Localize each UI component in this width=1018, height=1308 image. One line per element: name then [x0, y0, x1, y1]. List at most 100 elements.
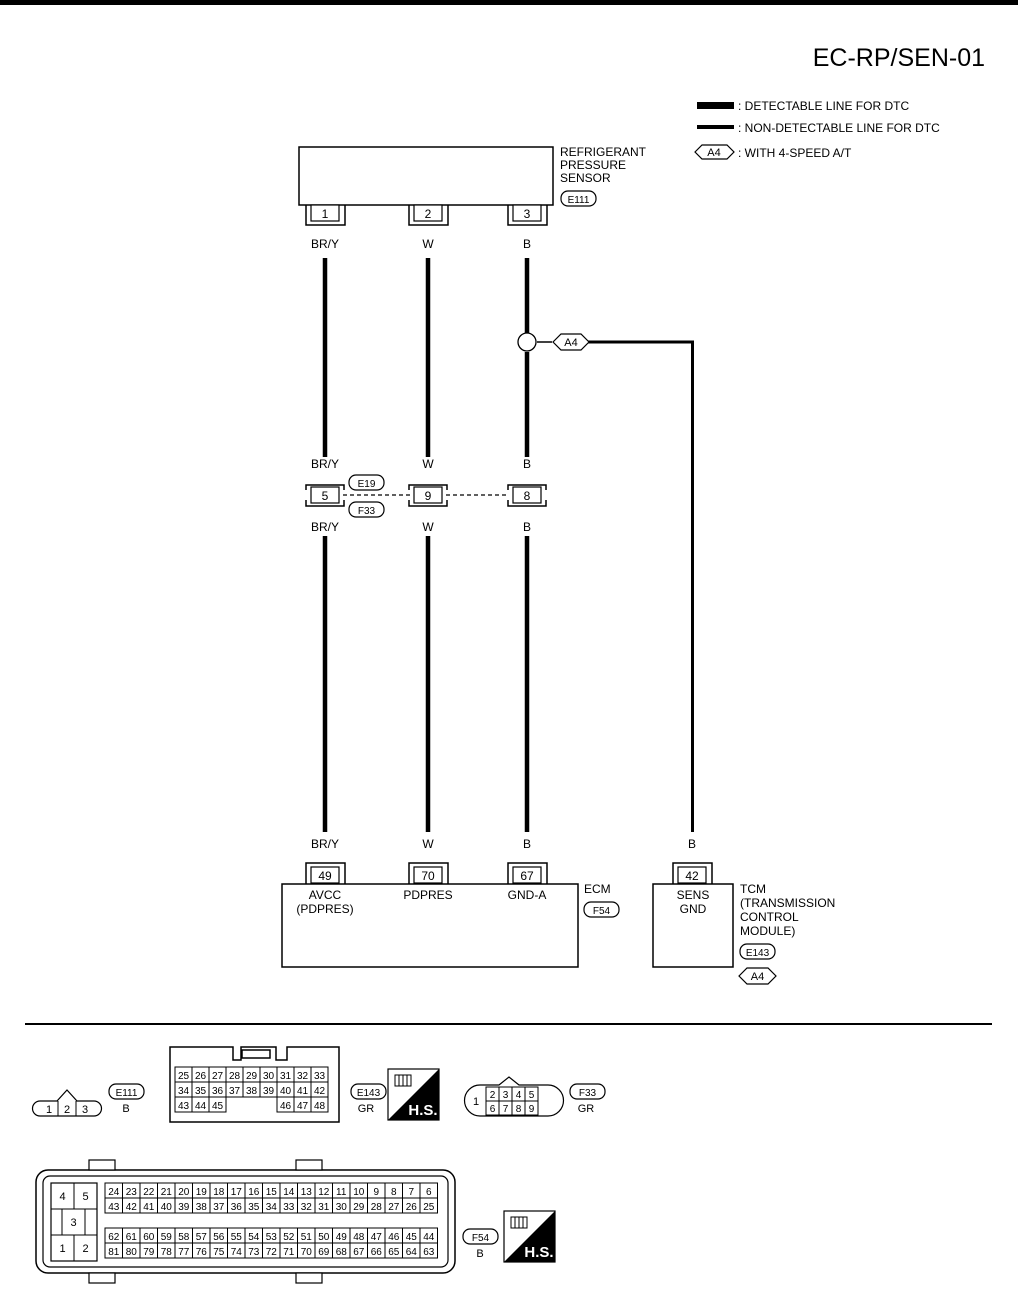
non-detectable-line-sample — [697, 125, 734, 129]
e143-pin-35-label: 35 — [195, 1086, 207, 1097]
f54-pin-7-label: 7 — [408, 1187, 414, 1198]
legend-non-detectable-text: : NON-DETECTABLE LINE FOR DTC — [738, 121, 940, 135]
tcm-terminal-gnd: GND — [680, 902, 707, 916]
wire-color-pin3-bottom: B — [523, 837, 531, 851]
f54-pin-33-label: 33 — [283, 1202, 295, 1213]
f54-pin-79-label: 79 — [143, 1247, 155, 1258]
e143-pin-46-label: 46 — [280, 1101, 292, 1112]
f54-face-pin-1: 1 — [59, 1243, 65, 1255]
f54-pin-35-label: 35 — [248, 1202, 260, 1213]
ecm-connector-id: F54 — [593, 906, 611, 917]
joint-connector-lower: F33 — [358, 506, 376, 517]
f54-pin-64-label: 64 — [406, 1247, 418, 1258]
hs-text-f54: H.S. — [524, 1244, 553, 1261]
e143-pin-25-label: 25 — [178, 1071, 190, 1082]
f54-pin-24-label: 24 — [108, 1187, 120, 1198]
f54-pin-8-label: 8 — [391, 1187, 397, 1198]
f54-pin-66-label: 66 — [371, 1247, 383, 1258]
e143-pin-26-label: 26 — [195, 1071, 207, 1082]
wire-color-pin3-mid-top: B — [523, 457, 531, 471]
f54-pin-6-label: 6 — [426, 1187, 432, 1198]
f54-pin-30-label: 30 — [336, 1202, 348, 1213]
f54-face-color: B — [476, 1248, 483, 1260]
f54-pin-23-label: 23 — [126, 1187, 138, 1198]
tcm-name-line-4: MODULE) — [740, 924, 795, 938]
f54-pin-19-label: 19 — [196, 1187, 208, 1198]
connector-e111-face: 1 2 3 E111 B — [31, 1083, 145, 1117]
tcm-terminal-sens: SENS — [677, 888, 710, 902]
f54-pin-10-label: 10 — [353, 1187, 365, 1198]
tcm-option-hex — [738, 967, 777, 985]
ecm-pin-70-label: 70 — [421, 869, 435, 883]
f54-pin-68-label: 68 — [336, 1247, 348, 1258]
f54-pin-39-label: 39 — [178, 1202, 190, 1213]
e143-pin-30-label: 30 — [263, 1071, 275, 1082]
tcm-branch-wire — [588, 340, 694, 832]
refrigerant-pressure-sensor: REFRIGERANT PRESSURE SENSOR E111 1 2 3 — [298, 145, 647, 226]
sensor-name-line-1: REFRIGERANT — [560, 145, 647, 159]
wire-color-pin2-mid-bottom: W — [422, 520, 434, 534]
ecm-body — [281, 883, 579, 968]
e111-face-pin-2: 2 — [64, 1104, 70, 1116]
splice-point — [517, 332, 537, 352]
tcm-name-line-1: TCM — [740, 882, 766, 896]
sensor-pin-3 — [512, 204, 542, 222]
tcm-option-code: A4 — [751, 971, 764, 983]
sensor-pin-1-label: 1 — [322, 207, 329, 221]
e143-pin-39-label: 39 — [263, 1086, 275, 1097]
e143-pin-32-label: 32 — [297, 1071, 309, 1082]
joint-pin-5 — [310, 486, 340, 504]
wire-color-pin1-mid-top: BR/Y — [311, 457, 339, 471]
f54-pin-27-label: 27 — [388, 1202, 400, 1213]
f54-pin-71-label: 71 — [283, 1247, 295, 1258]
f54-pin-73-label: 73 — [248, 1247, 260, 1258]
tcm: 42 SENS GND TCM (TRANSMISSION CONTROL MO… — [652, 862, 835, 985]
f54-pin-61-label: 61 — [126, 1232, 138, 1243]
e143-pin-41-label: 41 — [297, 1086, 309, 1097]
f33-face-pin-1: 1 — [473, 1096, 479, 1108]
e143-pin-44-label: 44 — [195, 1101, 207, 1112]
option-code-hex — [694, 144, 735, 160]
joint-pin-8 — [512, 486, 542, 504]
joint-pin-9-label: 9 — [425, 489, 432, 503]
ecm-pin-49 — [310, 866, 340, 884]
wire-color-pin1-mid-bottom: BR/Y — [311, 520, 339, 534]
f54-pin-78-label: 78 — [161, 1247, 173, 1258]
e143-pin-33-label: 33 — [314, 1071, 326, 1082]
branch-option-code: A4 — [564, 337, 577, 349]
f54-pin-72-label: 72 — [266, 1247, 278, 1258]
e143-pin-38-label: 38 — [246, 1086, 258, 1097]
wires — [322, 258, 530, 832]
ecm-pin-67-label: 67 — [520, 869, 534, 883]
e143-pin-43-label: 43 — [178, 1101, 190, 1112]
wire-color-pin2-top: W — [422, 237, 434, 251]
f54-face-pin-4: 4 — [59, 1191, 65, 1203]
f54-pin-81-label: 81 — [108, 1247, 120, 1258]
f33-pin-5-label: 5 — [529, 1090, 535, 1101]
f54-pin-41-label: 41 — [143, 1202, 155, 1213]
e143-face-id: E143 — [357, 1088, 381, 1099]
f33-pin-7-label: 7 — [503, 1104, 509, 1115]
legend-option-code: A4 — [707, 147, 720, 159]
f54-pin-26-label: 26 — [406, 1202, 418, 1213]
ecm-terminal-avcc-sub: (PDPRES) — [296, 902, 353, 916]
ecm: 49 70 67 AVCC (PDPRES) PDPRES GND-A ECM … — [281, 862, 620, 968]
legend-detectable-text: : DETECTABLE LINE FOR DTC — [738, 99, 909, 113]
ecm-pin-70 — [413, 866, 443, 884]
e143-pin-40-label: 40 — [280, 1086, 292, 1097]
f54-pin-59-label: 59 — [161, 1232, 173, 1243]
hs-text-e143: H.S. — [408, 1102, 437, 1119]
e111-face-pin-3: 3 — [82, 1104, 88, 1116]
f54-pin-52-label: 52 — [283, 1232, 295, 1243]
tcm-connector-id: E143 — [746, 948, 770, 959]
f54-pin-29-label: 29 — [353, 1202, 365, 1213]
f54-pin-16-label: 16 — [248, 1187, 260, 1198]
f54-pin-75-label: 75 — [213, 1247, 225, 1258]
ecm-terminal-gnd-a: GND-A — [508, 888, 547, 902]
wire-color-pin3-mid-bottom: B — [523, 520, 531, 534]
option-a4-tag — [552, 333, 590, 351]
hs-badge-e143: H.S. — [387, 1068, 440, 1121]
sensor-name-line-3: SENSOR — [560, 171, 611, 185]
